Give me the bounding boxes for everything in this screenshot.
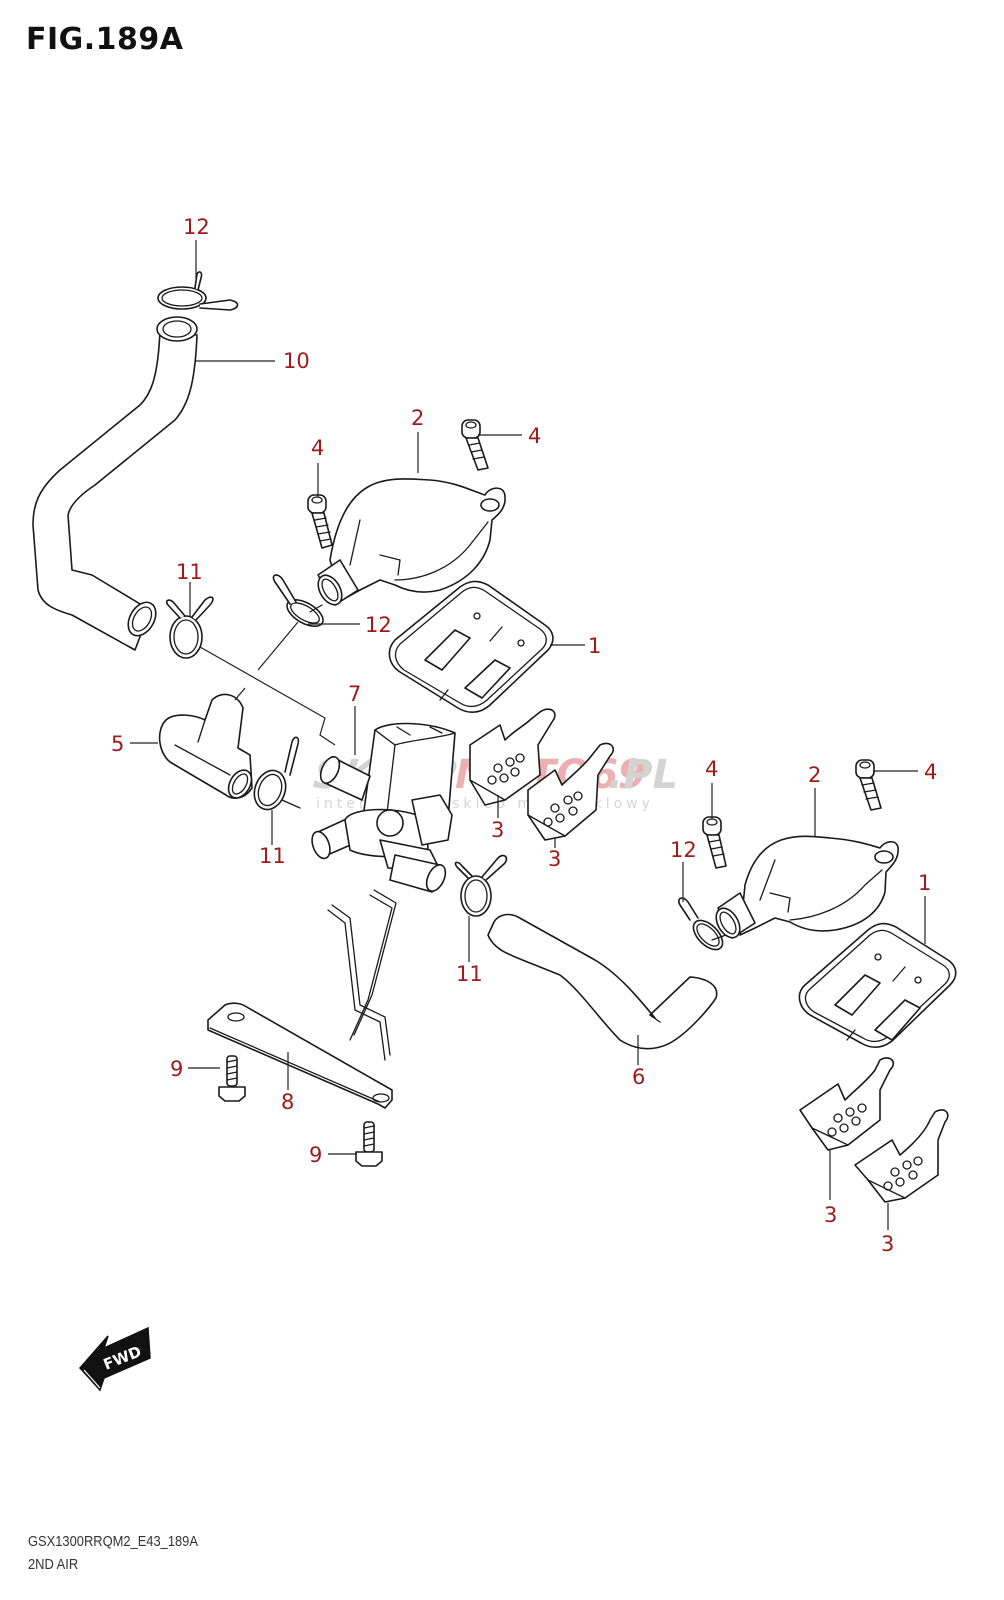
callout-9[interactable]: 9 [309, 1143, 322, 1167]
callout-8[interactable]: 8 [281, 1090, 294, 1114]
callout-11[interactable]: 11 [259, 844, 286, 868]
callout-4[interactable]: 4 [705, 757, 718, 781]
part-4-bolt-lower-right[interactable] [855, 759, 882, 811]
callout-4[interactable]: 4 [528, 424, 541, 448]
part-4-bolt-upper-left[interactable] [307, 494, 333, 549]
part-10-hose[interactable] [32, 316, 198, 651]
callout-1[interactable]: 1 [588, 634, 601, 658]
section-name: 2ND AIR [28, 1556, 79, 1573]
part-6-hose[interactable] [487, 913, 718, 1050]
part-3-stopper-lower-b[interactable] [854, 1109, 949, 1203]
part-3-stopper-upper-a[interactable] [469, 708, 556, 806]
part-3-stopper-lower-a[interactable] [799, 1057, 895, 1151]
callout-4[interactable]: 4 [924, 760, 937, 784]
callout-7[interactable]: 7 [348, 682, 361, 706]
callout-3[interactable]: 3 [491, 818, 504, 842]
part-9-bolt-left[interactable] [218, 1055, 246, 1102]
part-2-cover-lower[interactable] [711, 835, 899, 942]
callout-3[interactable]: 3 [881, 1232, 894, 1256]
forward-arrow-icon [78, 1326, 151, 1392]
part-9-bolt-right[interactable] [355, 1121, 383, 1167]
callout-6[interactable]: 6 [632, 1065, 645, 1089]
callout-10[interactable]: 10 [283, 349, 310, 373]
part-1-reed-valve-lower[interactable] [798, 922, 957, 1048]
leader-lines [130, 240, 926, 1230]
part-3-stopper-upper-b[interactable] [527, 742, 615, 841]
part-12-clamp-right[interactable] [678, 897, 728, 955]
part-8-bracket[interactable] [207, 889, 397, 1109]
callout-4[interactable]: 4 [311, 436, 324, 460]
callout-12[interactable]: 12 [183, 215, 210, 239]
callout-1[interactable]: 1 [918, 871, 931, 895]
part-4-bolt-lower-left[interactable] [702, 816, 727, 869]
part-2-cover-upper[interactable] [313, 478, 506, 609]
callout-2[interactable]: 2 [808, 763, 821, 787]
part-7-valve[interactable] [309, 722, 456, 895]
fwd-direction-badge: FWD [78, 1326, 151, 1392]
part-12-clamp-middle[interactable] [272, 574, 327, 632]
callout-12[interactable]: 12 [670, 838, 697, 862]
callout-2[interactable]: 2 [411, 406, 424, 430]
callout-3[interactable]: 3 [824, 1203, 837, 1227]
assembly-lines [199, 621, 336, 746]
figure-footer: GSX1300RRQM2_E43_189A 2ND AIR [28, 1530, 198, 1576]
watermark-brand-suffix: .PL [608, 752, 678, 798]
part-12-clamp-top[interactable] [157, 271, 239, 311]
callout-5[interactable]: 5 [111, 732, 124, 756]
callout-3[interactable]: 3 [548, 847, 561, 871]
part-4-bolt-upper-right[interactable] [461, 419, 489, 471]
callout-9[interactable]: 9 [170, 1057, 183, 1081]
callout-11[interactable]: 11 [456, 962, 483, 986]
figure-title: FIG.189A [26, 22, 184, 57]
callouts: 12 10 4 2 4 11 12 1 7 5 3 3 11 4 2 4 12 … [111, 215, 937, 1256]
callout-12[interactable]: 12 [365, 613, 392, 637]
part-11-clamp-lower[interactable] [454, 854, 508, 917]
model-code: GSX1300RRQM2_E43_189A [28, 1533, 198, 1550]
callout-11[interactable]: 11 [176, 560, 203, 584]
part-11-clamp-left[interactable] [165, 596, 214, 659]
part-1-reed-valve-upper[interactable] [388, 580, 554, 713]
part-5-elbow-hose[interactable] [158, 693, 257, 802]
part-11-clamp-mid[interactable] [249, 736, 301, 814]
